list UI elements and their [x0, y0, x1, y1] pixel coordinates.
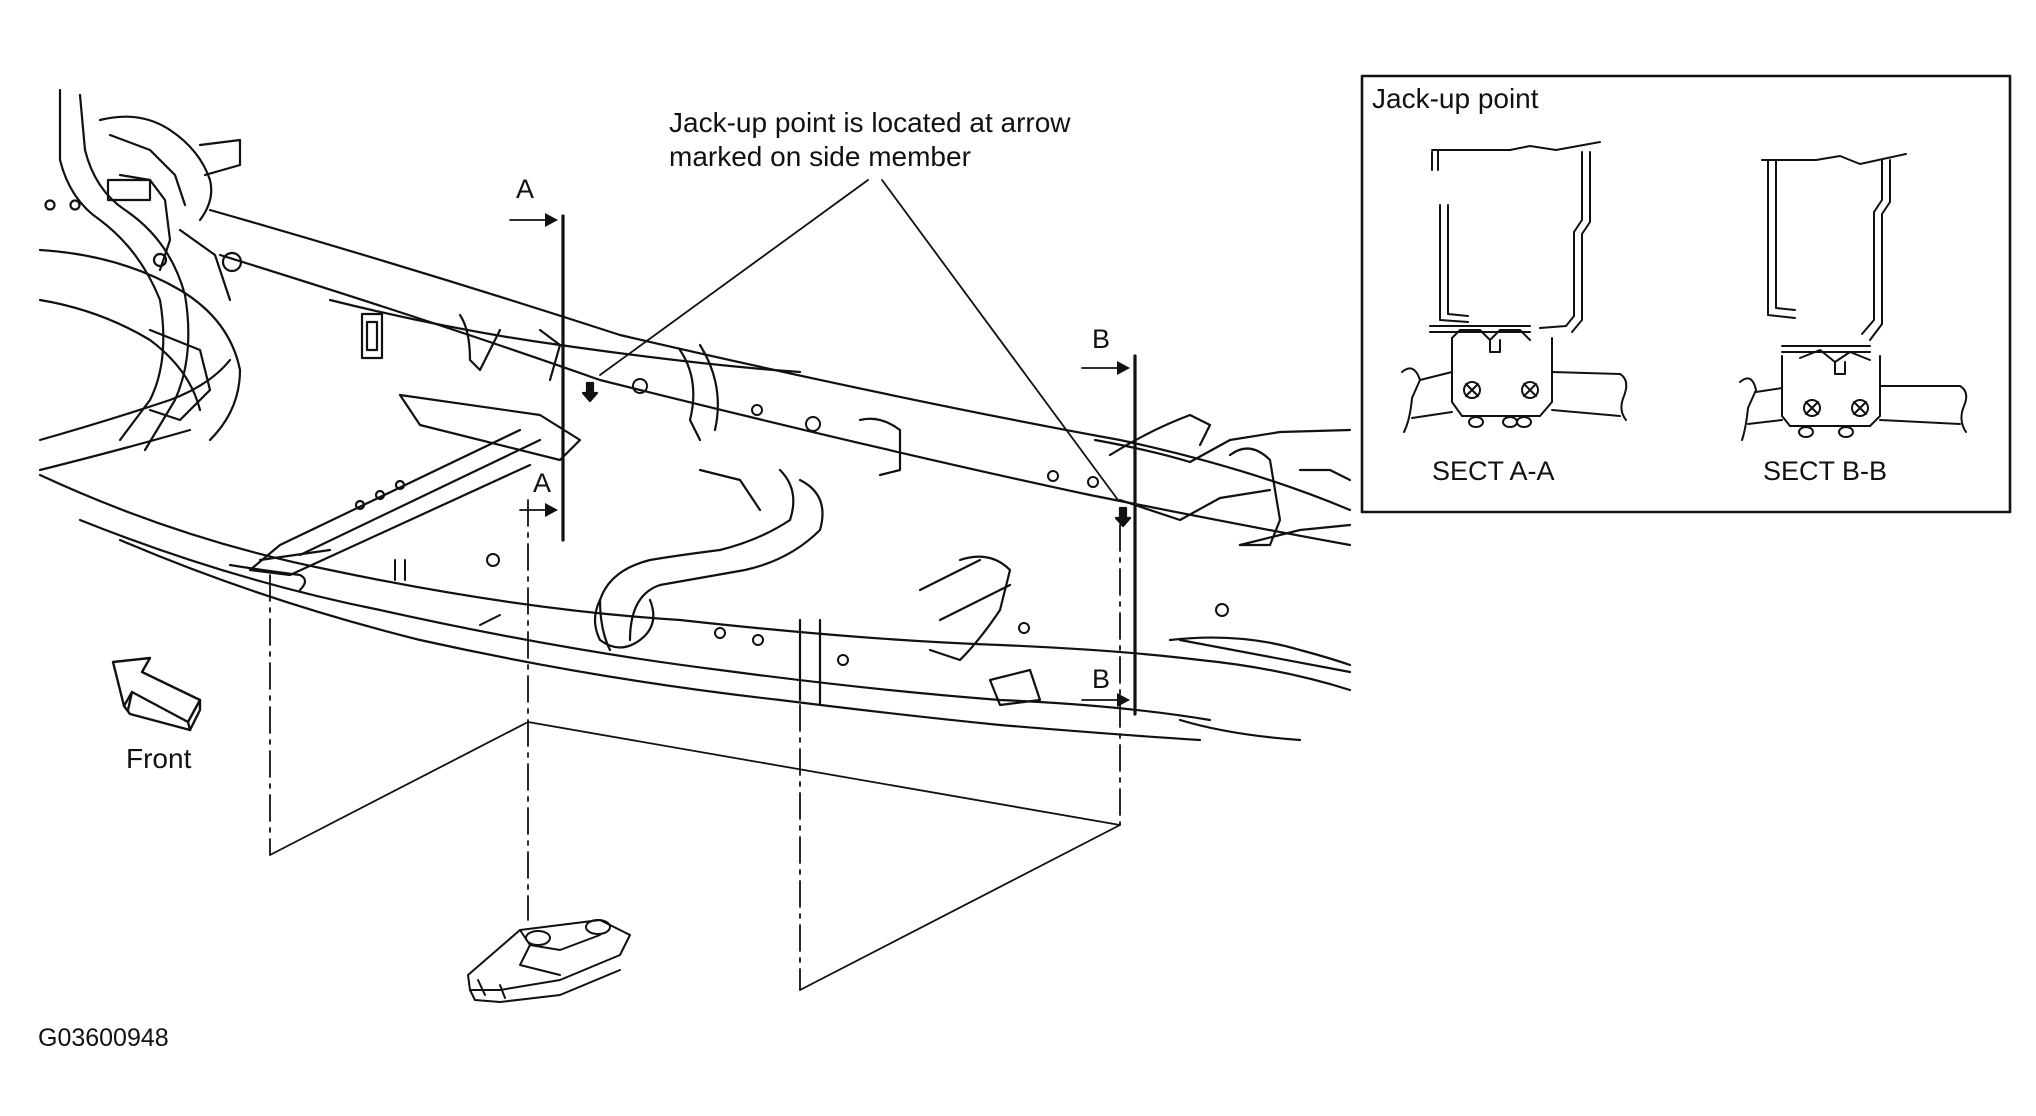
section-a-drawing	[1401, 141, 1628, 433]
frame-holes	[394, 378, 1229, 666]
near-side-member	[38, 473, 1352, 742]
callout-line-1: Jack-up point is located at arrow	[669, 107, 1071, 138]
section-marker-a-bottom: A	[533, 468, 552, 498]
jack-point-arrow-a-icon	[581, 381, 599, 403]
floor-jack-icon	[467, 919, 631, 1003]
jack-placement-outline	[269, 721, 1121, 991]
section-line-a	[509, 213, 565, 542]
callout-line-2: marked on side member	[669, 141, 971, 172]
front-suspension-area	[38, 88, 243, 472]
section-marker-b-bottom: B	[1092, 664, 1111, 694]
section-a-caption: SECT A-A	[1432, 456, 1555, 486]
front-label: Front	[126, 743, 192, 774]
jack-up-point-inset	[1360, 74, 2012, 514]
inset-title: Jack-up point	[1372, 83, 1539, 114]
figure-code: G03600948	[38, 1024, 169, 1052]
jack-point-callout: Jack-up point is located at arrow marked…	[669, 106, 1071, 174]
section-b-drawing	[1739, 153, 1968, 441]
section-b-caption: SECT B-B	[1763, 456, 1888, 486]
front-direction-arrow-icon	[111, 656, 202, 732]
section-line-b	[1081, 354, 1137, 716]
center-crossmember	[593, 468, 1012, 662]
jack-point-arrow-b-icon	[1114, 506, 1132, 528]
callout-leaders	[599, 179, 1119, 501]
rear-frame-details	[988, 413, 1352, 742]
section-marker-b-top: B	[1092, 324, 1111, 354]
projection-lines	[269, 499, 1121, 991]
section-marker-a-top: A	[516, 174, 535, 204]
far-side-member	[208, 208, 1352, 547]
front-crossmember	[228, 393, 582, 592]
frame-bracket	[360, 312, 902, 477]
